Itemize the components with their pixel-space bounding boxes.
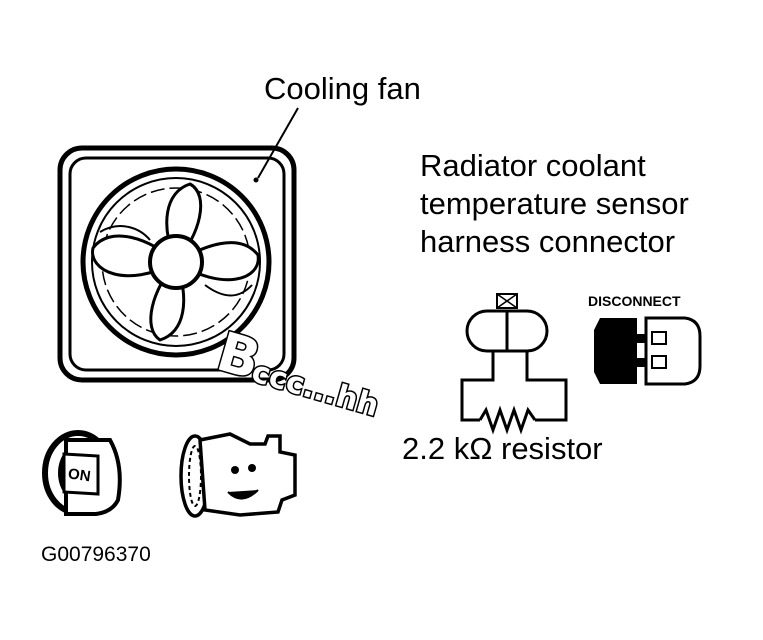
resistor-icon [460, 293, 568, 435]
connector-icon [594, 316, 702, 386]
ignition-key-icon: ON [42, 430, 122, 516]
sound-rest: ccc...hh [248, 354, 383, 424]
fan-sound-effect: B ccc...hh [209, 318, 384, 425]
cooling-fan-label: Cooling fan [264, 71, 421, 106]
sensor-label-line2: temperature sensor [420, 186, 689, 221]
cooling-fan-icon [57, 145, 297, 383]
sensor-label-line3: harness connector [420, 224, 675, 259]
figure-code: G00796370 [41, 543, 151, 566]
cooling-fan-leader [257, 107, 299, 179]
ignition-on-label: ON [67, 465, 92, 485]
engine-icon [179, 432, 297, 518]
resistor-label: 2.2 kΩ resistor [402, 431, 603, 466]
disconnect-label: DISCONNECT [588, 293, 681, 309]
sensor-label-line1: Radiator coolant [420, 148, 646, 183]
